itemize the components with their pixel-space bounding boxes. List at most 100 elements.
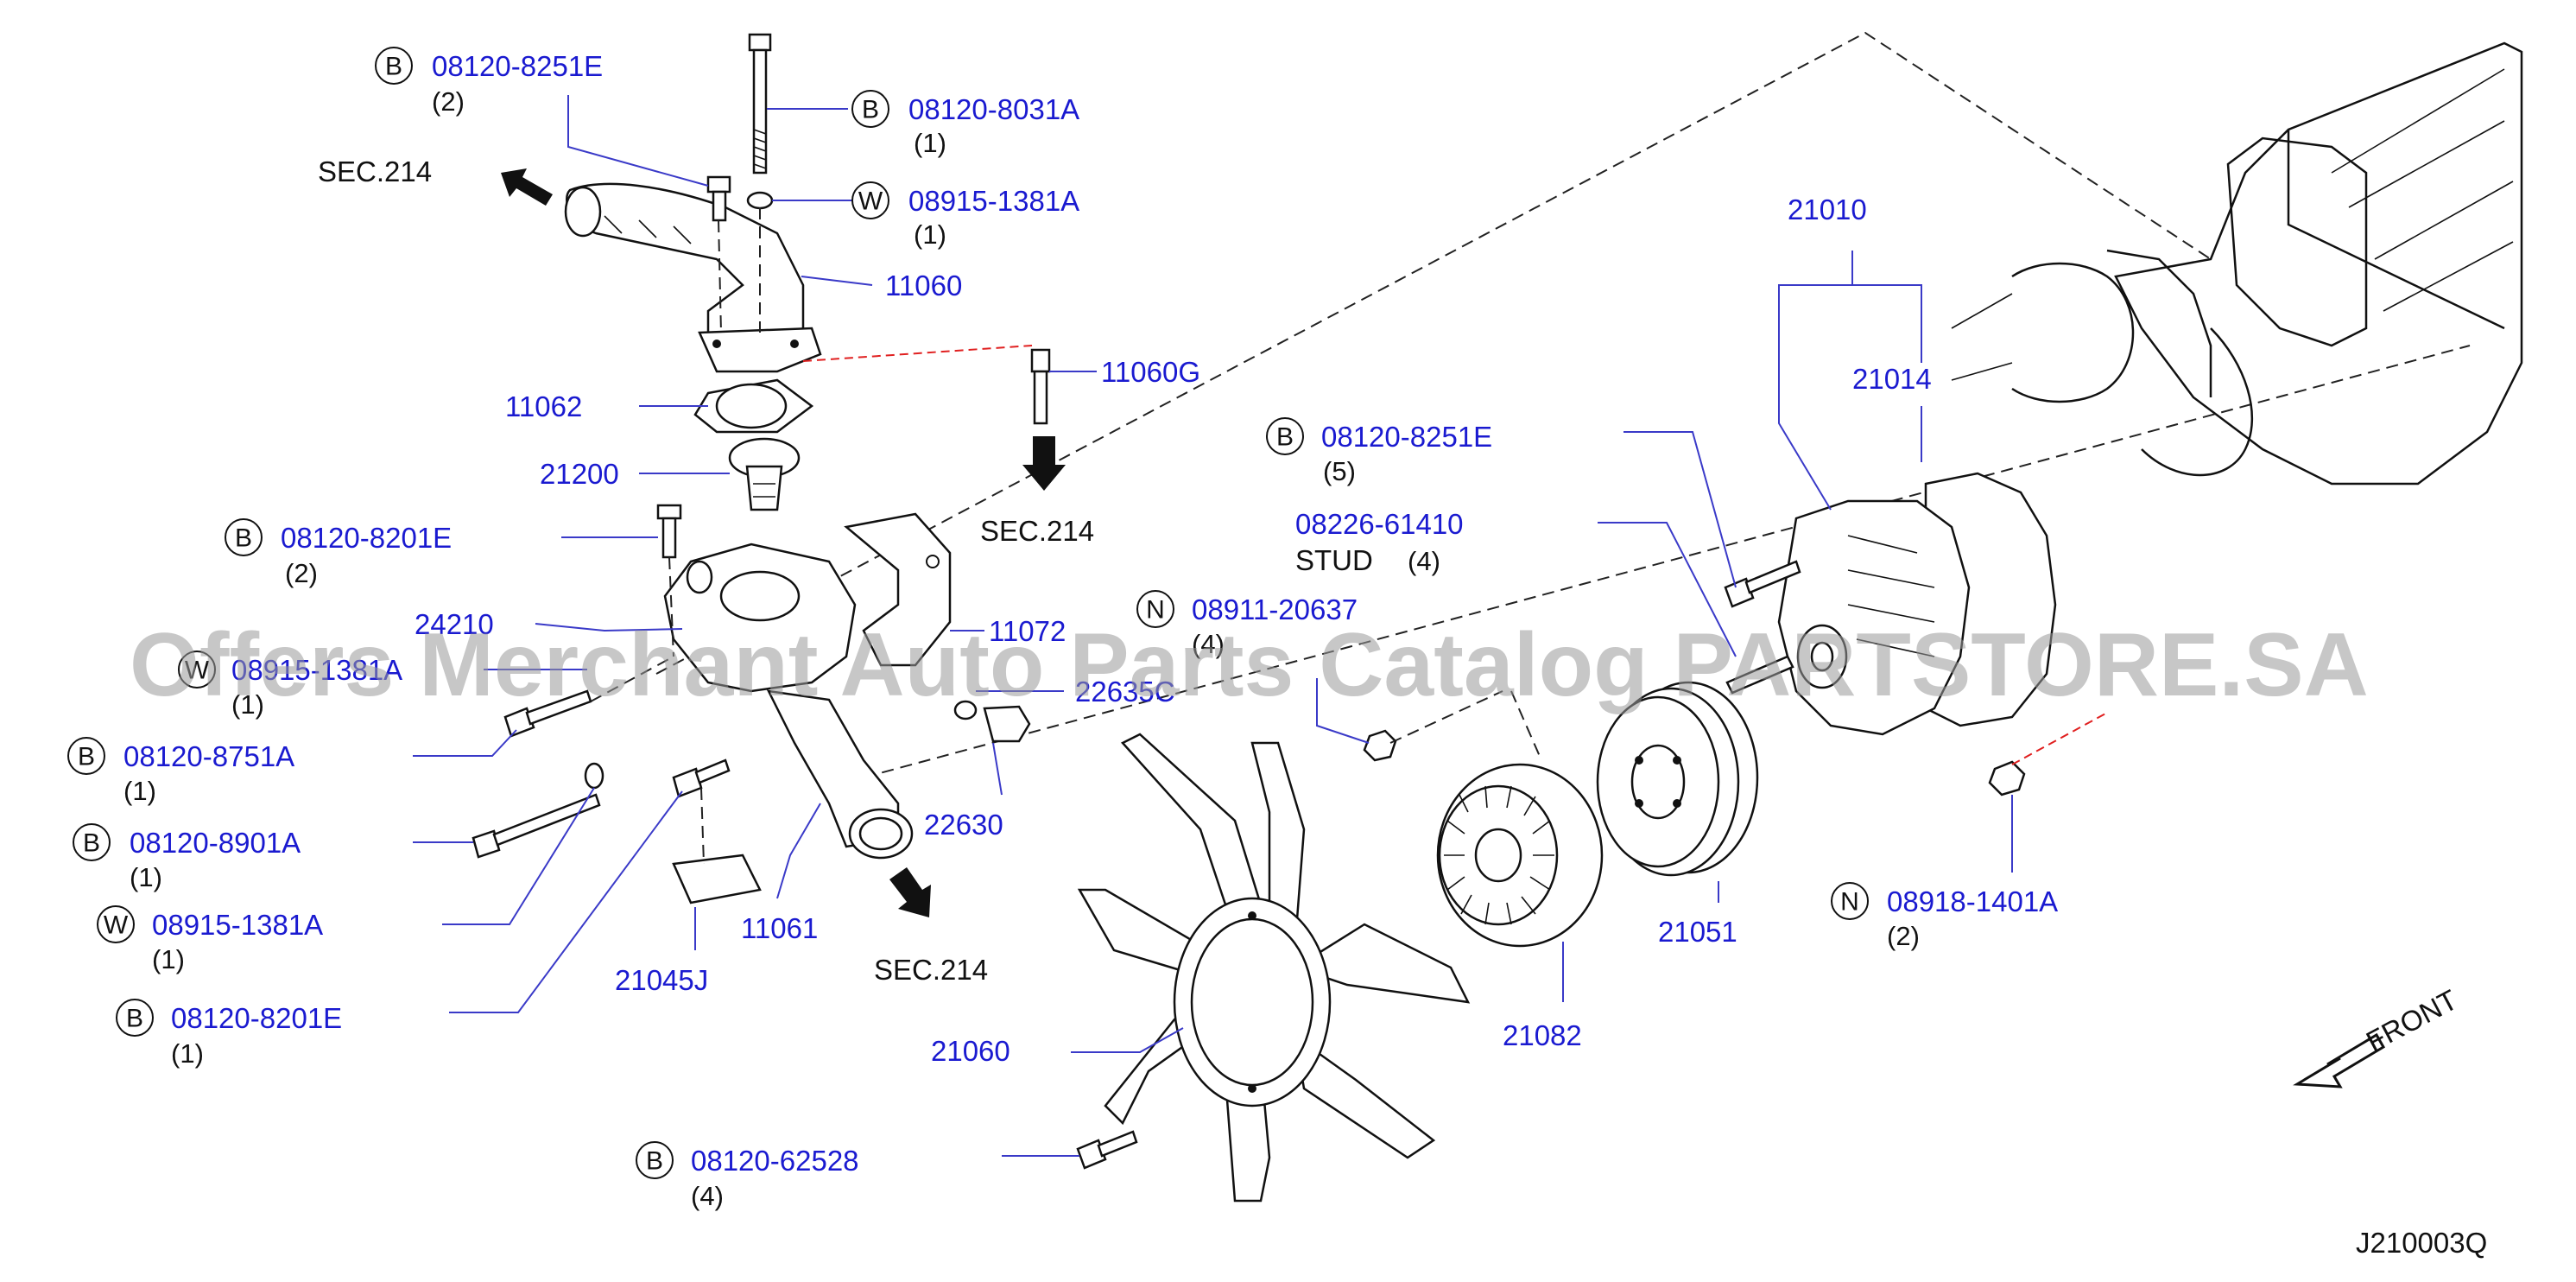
part-08120-8751A[interactable]: 08120-8751A	[123, 740, 294, 772]
part-08120-8901A[interactable]: 08120-8901A	[130, 827, 301, 859]
circle-p8: B	[225, 518, 263, 556]
leader-p27	[1071, 1027, 1184, 1053]
qty-p19: (1)	[171, 1038, 204, 1069]
diagram-code: J210003Q	[2356, 1227, 2487, 1259]
leader-p1	[567, 95, 709, 187]
part-08120-8201E-top[interactable]: 08120-8201E	[281, 522, 452, 554]
sec-ref-bottom[interactable]: SEC.214	[874, 954, 988, 986]
bolt-08120-8251E-right-drawing	[1724, 560, 1801, 608]
svg-text:B: B	[78, 743, 95, 771]
bolt-08120-62528-drawing	[1076, 1130, 1138, 1170]
part-21082[interactable]: 21082	[1503, 1019, 1582, 1051]
qty-p29: (4)	[691, 1181, 724, 1211]
circle-p28: N	[1831, 882, 1869, 920]
thermostat-housing-drawing	[663, 543, 914, 860]
part-21014[interactable]: 21014	[1852, 363, 1932, 395]
part-11072[interactable]: 11072	[989, 615, 1066, 647]
circle-p1: B	[375, 47, 413, 85]
sensor-22630-drawing	[953, 700, 1031, 743]
sec-ref-top[interactable]: SEC.214	[318, 155, 432, 187]
part-11060G[interactable]: 11060G	[1101, 356, 1200, 388]
water-pump-drawing	[1777, 472, 2057, 736]
part-11061[interactable]: 11061	[741, 912, 818, 944]
part-08915-1381A-lower[interactable]: 08915-1381A	[152, 909, 323, 941]
leader-p20b	[1852, 284, 1922, 363]
temp-sender-11060G-drawing	[1030, 348, 1051, 425]
part-08120-8251E-top[interactable]: 08120-8251E	[432, 50, 603, 82]
svg-text:W: W	[104, 911, 129, 940]
part-21045J[interactable]: 21045J	[615, 964, 708, 996]
washer-top-drawing	[746, 191, 774, 210]
leader-p24	[1316, 678, 1370, 744]
qty-p28: (2)	[1887, 921, 1920, 951]
water-outlet-drawing	[564, 182, 822, 373]
qty-p23: (4)	[1408, 546, 1440, 576]
qty-p2: (1)	[914, 128, 946, 158]
svg-text:N: N	[1840, 888, 1859, 917]
assembly-dashed-line	[655, 31, 2212, 675]
qty-p16: (1)	[152, 944, 185, 974]
front-label: FRONT	[2361, 983, 2463, 1057]
sec-ref-mid[interactable]: SEC.214	[980, 515, 1094, 547]
circle-p24: N	[1136, 590, 1174, 628]
part-11060[interactable]: 11060	[885, 270, 962, 301]
part-08226-61410[interactable]: 08226-61410	[1295, 508, 1464, 540]
leader-p20	[1778, 251, 1853, 511]
part-08120-8031A[interactable]: 08120-8031A	[908, 93, 1079, 125]
thermostat-drawing	[728, 437, 801, 511]
part-08120-8251E-right[interactable]: 08120-8251E	[1321, 421, 1492, 453]
circle-p15: B	[73, 823, 111, 861]
watermark: Offers Merchant Auto Parts Catalog PARTS…	[130, 615, 2369, 715]
part-08915-1381A-top[interactable]: 08915-1381A	[908, 185, 1079, 217]
circle-p10: W	[178, 651, 216, 689]
leader-p13	[413, 729, 517, 757]
axis-dashed-line	[863, 345, 2471, 778]
qty-p24: (4)	[1192, 629, 1225, 659]
qty-p1: (2)	[432, 86, 465, 117]
circle-p19: B	[116, 999, 154, 1037]
svg-text:W: W	[858, 187, 883, 216]
part-22635C[interactable]: 22635C	[1075, 676, 1175, 708]
part-21051[interactable]: 21051	[1658, 916, 1737, 948]
svg-text:B: B	[1276, 423, 1294, 452]
engine-block-drawing	[1951, 41, 2523, 486]
bolt-lower-drawing	[672, 758, 731, 798]
leader-p4	[801, 276, 873, 286]
cooling-fan-drawing	[1077, 733, 1471, 1203]
part-08918-1401A[interactable]: 08918-1401A	[1887, 885, 2058, 917]
bolt-long-drawing	[472, 793, 601, 859]
front-arrow-icon	[2293, 1032, 2386, 1088]
part-11062[interactable]: 11062	[505, 390, 582, 422]
part-24210[interactable]: 24210	[415, 608, 494, 640]
align-dash-6	[1389, 690, 1503, 744]
part-21060[interactable]: 21060	[931, 1035, 1010, 1067]
part-22630[interactable]: 22630	[924, 809, 1003, 841]
qty-p13: (1)	[123, 776, 156, 806]
part-08915-1381A-mid[interactable]: 08915-1381A	[231, 654, 402, 686]
bolt-08120-8031A-drawing	[748, 33, 772, 175]
nut-08911-drawing	[1363, 729, 1397, 762]
circle-p3: W	[851, 181, 889, 219]
part-21200[interactable]: 21200	[540, 458, 619, 490]
circle-p16: W	[97, 905, 135, 943]
part-21010[interactable]: 21010	[1788, 194, 1867, 225]
sec-arrow-bottom-icon	[889, 867, 931, 917]
svg-text:B: B	[235, 524, 252, 553]
bolt-left-drawing	[503, 689, 592, 738]
red-dash-nut	[2011, 712, 2108, 765]
svg-text:B: B	[126, 1005, 143, 1033]
pulley-drawing	[1596, 681, 1759, 877]
part-08120-8201E-lower[interactable]: 08120-8201E	[171, 1002, 342, 1034]
leader-p23	[1598, 522, 1737, 657]
fan-clutch-drawing	[1436, 763, 1604, 948]
align-dash-3	[668, 556, 674, 657]
part-08911-20637[interactable]: 08911-20637	[1192, 593, 1358, 625]
svg-text:N: N	[1146, 596, 1165, 625]
stud-label: STUD	[1295, 544, 1373, 576]
part-08120-62528[interactable]: 08120-62528	[691, 1145, 859, 1177]
circle-p13: B	[67, 737, 105, 775]
svg-text:B: B	[385, 53, 402, 81]
red-dash-sender	[802, 345, 1033, 362]
nut-08918-drawing	[1988, 760, 2026, 796]
